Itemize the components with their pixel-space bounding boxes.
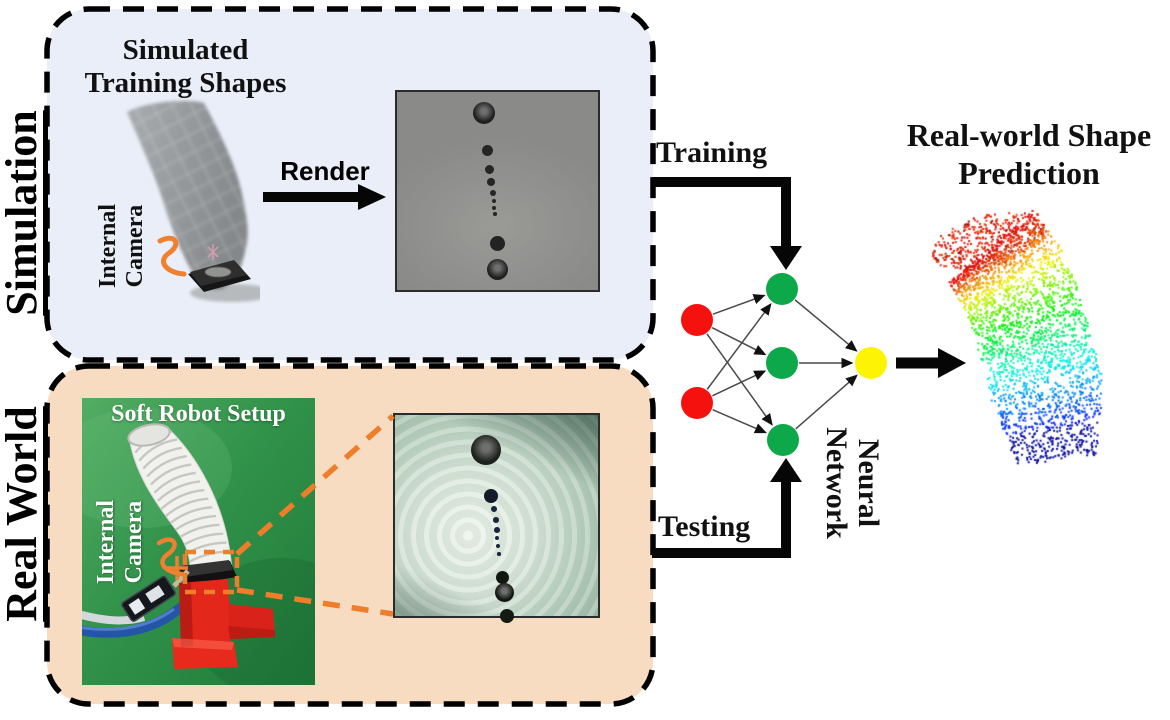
- real-camera-image: [393, 413, 600, 623]
- marker-dot: [487, 178, 495, 186]
- nn-label-line2: Network: [820, 427, 853, 539]
- prediction-title-line2: Prediction: [958, 155, 1100, 191]
- marker-dot: [494, 527, 500, 533]
- prediction-title-line1: Real-world Shape: [906, 117, 1152, 153]
- marker-dot: [494, 582, 514, 602]
- sim-title-line1: Simulated: [122, 34, 249, 66]
- marker-dot: [490, 190, 496, 196]
- marker-dot: [473, 102, 495, 124]
- marker-dot: [489, 235, 505, 251]
- marker-dot: [486, 258, 508, 280]
- marker-dot: [497, 552, 501, 556]
- sim-internal-camera-label: Internal Camera: [95, 189, 151, 303]
- real-internal-camera-label: Internal Camera: [92, 483, 150, 601]
- marker-dot: [471, 435, 501, 465]
- marker-dot: [492, 206, 496, 210]
- training-label: Training: [656, 136, 768, 169]
- simulated-camera-image: [395, 90, 600, 292]
- real-camera-label-line1: Internal: [93, 500, 119, 584]
- marker-dot: [491, 198, 497, 204]
- marker-dot: [481, 144, 493, 156]
- nn-label-line1: Neural: [852, 438, 885, 528]
- simulated-training-shapes-title: Simulated Training Shapes: [58, 34, 313, 100]
- sim-camera-label-line2: Camera: [122, 204, 148, 288]
- neural-network-label: Neural Network: [820, 421, 885, 545]
- marker-dot: [484, 489, 498, 503]
- marker-dot: [494, 535, 500, 541]
- render-label: Render: [280, 156, 370, 186]
- predicted-point-cloud: [915, 196, 1125, 486]
- prediction-title: Real-world Shape Prediction: [899, 116, 1159, 192]
- soft-robot-setup-title: Soft Robot Setup: [111, 401, 286, 427]
- marker-dot: [495, 570, 509, 584]
- marker-dot: [500, 609, 514, 623]
- simulation-section-label: Simulation: [0, 110, 46, 316]
- marker-dot: [493, 517, 499, 523]
- real-world-section-label: Real World: [0, 406, 46, 622]
- marker-dot: [493, 212, 497, 216]
- marker-dot: [484, 164, 494, 174]
- sim-camera-label-line1: Internal: [95, 204, 121, 288]
- marker-dot: [496, 544, 500, 548]
- testing-label: Testing: [658, 510, 751, 543]
- marker-dot: [491, 506, 497, 512]
- real-camera-label-line2: Camera: [121, 500, 147, 584]
